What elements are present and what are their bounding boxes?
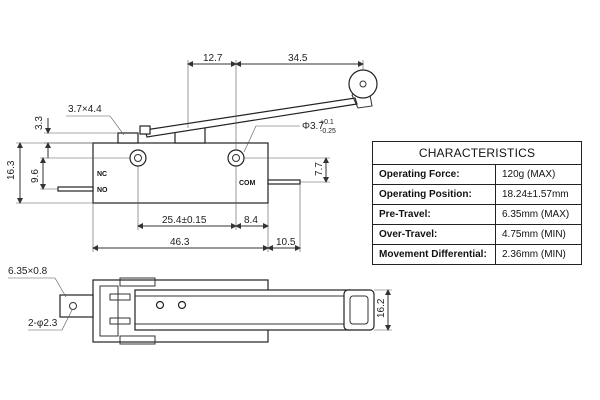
- terminal-nc: [57, 186, 94, 192]
- top-dimensions: 6.35×0.8 2-φ2.3 16.2: [8, 266, 392, 331]
- top-roller: [343, 289, 375, 331]
- front-dimensions: 12.7 34.5 3.7×4.4 3.3 Φ3.7 +0.1 -0.25 16…: [6, 53, 364, 252]
- mounting-hole-left: [129, 149, 147, 167]
- top-hole-right: [177, 300, 187, 310]
- dim-roller-tol-lower: -0.25: [320, 128, 336, 135]
- dim-25-4: 25.4±0.15: [162, 215, 207, 226]
- table-row: Operating Position: 18.24±1.57mm: [373, 185, 581, 205]
- row-label: Over-Travel:: [373, 225, 496, 244]
- lever-tab: [139, 125, 151, 135]
- dim-12-7: 12.7: [203, 53, 223, 64]
- table-row: Movement Differential: 2.36mm (MIN): [373, 245, 581, 264]
- dim-34-5: 34.5: [288, 53, 308, 64]
- terminal-nc-label: NC: [97, 171, 107, 178]
- dim-46-3: 46.3: [170, 237, 190, 248]
- dim-3-3: 3.3: [34, 116, 45, 130]
- dim-10-5: 10.5: [276, 237, 296, 248]
- roller: [348, 69, 378, 99]
- row-value: 4.75mm (MIN): [502, 229, 566, 240]
- top-view: [59, 277, 375, 345]
- dim-7-7: 7.7: [314, 162, 325, 176]
- row-value: 18.24±1.57mm: [502, 189, 569, 200]
- dim-16-3: 16.3: [6, 160, 17, 180]
- dim-roller-dia: Φ3.7: [302, 121, 324, 132]
- table-row: Over-Travel: 4.75mm (MIN): [373, 225, 581, 245]
- roller-hub: [359, 80, 367, 88]
- front-view: NC NO COM: [57, 69, 378, 204]
- row-label: Movement Differential:: [373, 245, 496, 264]
- characteristics-table: CHARACTERISTICS Operating Force: 120g (M…: [372, 141, 582, 265]
- dim-9-6: 9.6: [30, 169, 41, 183]
- row-label: Operating Force:: [373, 165, 496, 184]
- row-label: Pre-Travel:: [373, 205, 496, 224]
- row-value: 120g (MAX): [502, 169, 556, 180]
- plunger-housing: [117, 132, 139, 144]
- mounting-hole-left-inner: [134, 154, 142, 162]
- table-row: Operating Force: 120g (MAX): [373, 165, 581, 185]
- top-hole-left: [155, 300, 165, 310]
- dim-2-phi2-3: 2-φ2.3: [28, 318, 58, 329]
- row-value: 2.36mm (MIN): [502, 249, 566, 260]
- mounting-hole-right-inner: [232, 154, 240, 162]
- characteristics-title: CHARACTERISTICS: [373, 142, 581, 165]
- dim-8-4: 8.4: [244, 215, 258, 226]
- dim-16-2: 16.2: [376, 298, 387, 318]
- row-value: 6.35mm (MAX): [502, 209, 570, 220]
- top-lever: [134, 289, 351, 331]
- dim-6-35x0-8: 6.35×0.8: [8, 266, 48, 277]
- mounting-hole-right: [227, 149, 245, 167]
- terminal-no-label: NO: [97, 187, 108, 194]
- dim-3-7x4-4: 3.7×4.4: [68, 104, 102, 115]
- terminal-com-label: COM: [239, 180, 256, 187]
- dim-roller-tol-upper: +0.1: [320, 119, 334, 126]
- terminal-com: [267, 179, 301, 185]
- lever-arm: [144, 97, 358, 138]
- row-label: Operating Position:: [373, 185, 496, 204]
- table-row: Pre-Travel: 6.35mm (MAX): [373, 205, 581, 225]
